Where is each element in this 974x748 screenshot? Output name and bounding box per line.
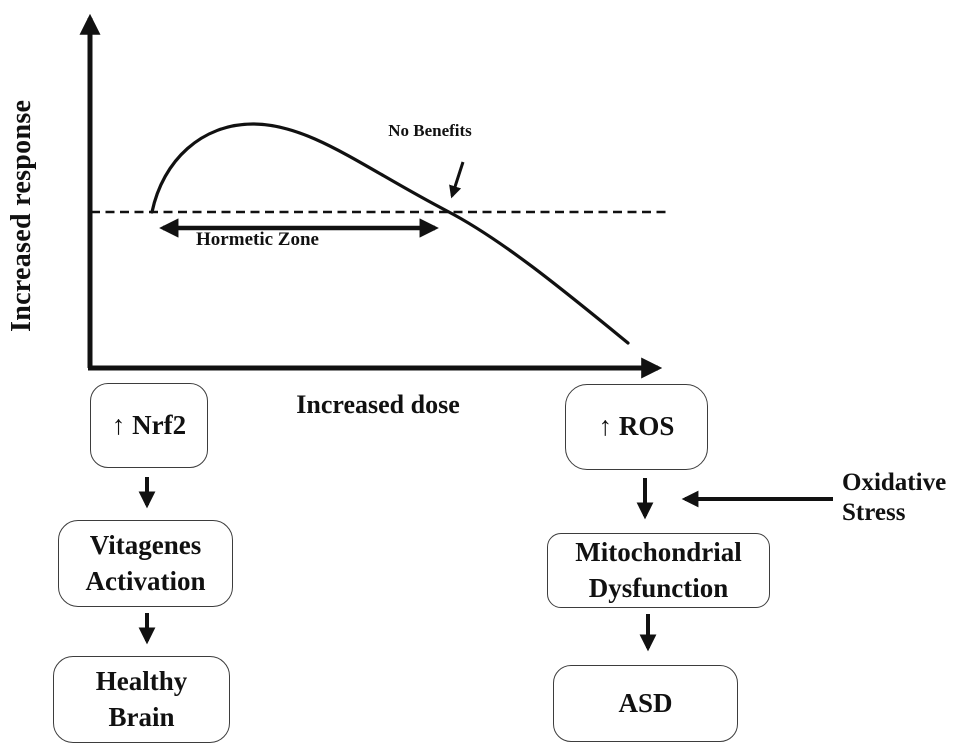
flow-box-asd-label: ASD [618,687,673,718]
oxidative-stress-label-line1: Oxidative [842,469,947,496]
oxidative-stress-label: Oxidative Stress [842,468,946,528]
flow-box-healthy-label-line1: Healthy [95,666,188,697]
flow-box-vitagenes-label-line1: Vitagenes [89,530,202,561]
flow-box-mito-label-line1: Mitochondrial [575,537,742,568]
flow-box-mito-label-line2: Dysfunction [588,572,729,603]
flow-box-healthy-label-line2: Brain [108,701,175,732]
flow-box-nrf2: ↑ Nrf2 [90,383,208,468]
flow-box-ros: ↑ ROS [565,384,708,470]
flow-box-vitagenes-activation: Vitagenes Activation [58,520,233,607]
no-benefits-annotation: No Benefits [388,121,472,140]
hormetic-zone-annotation: Hormetic Zone [196,229,319,250]
flow-box-nrf2-label: ↑ Nrf2 [111,409,187,440]
x-axis-label: Increased dose [296,390,460,419]
oxidative-stress-label-line2: Stress [842,499,906,526]
flow-box-vitagenes-label-line2: Activation [85,565,206,596]
flow-box-healthy-brain: Healthy Brain [53,656,230,743]
dose-response-curve [150,122,630,345]
flow-box-ros-label: ↑ ROS [598,411,675,442]
no-benefits-pointer-arrow [449,161,465,199]
flow-box-asd: ASD [553,665,738,742]
flow-box-mitochondrial-dysfunction: Mitochondrial Dysfunction [547,533,770,608]
y-axis-label: Increased response [6,99,37,333]
